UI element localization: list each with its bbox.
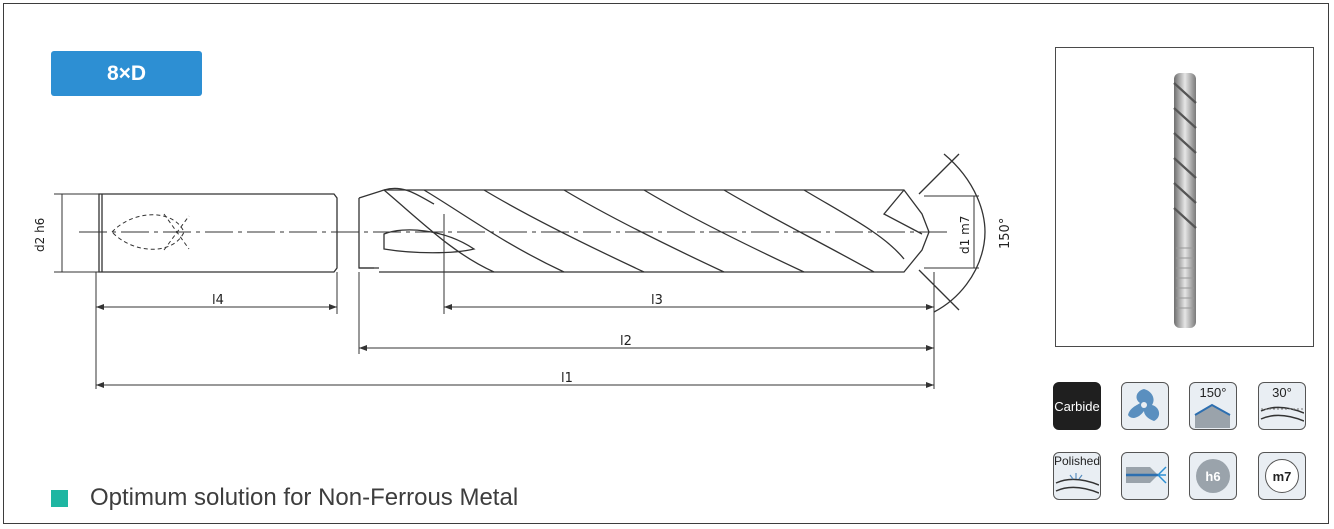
feature-icon-grid: Carbide 150° 30° Polished (1053, 382, 1318, 502)
l2-dimension-label: l2 (620, 334, 632, 349)
length-ratio-label: 8×D (106, 61, 147, 85)
polished-shape-icon (1055, 473, 1099, 494)
drill-technical-drawing: d2 h6 d1 m7 150° l4 l3 l2 l1 (33, 153, 1013, 389)
carbide-label: Carbide (1054, 398, 1100, 414)
polished-icon-label: Polished (1054, 454, 1101, 468)
bullet-icon (51, 489, 68, 507)
three-flute-icon (1121, 382, 1169, 430)
length-ratio-badge: 8×D (51, 51, 202, 96)
d2-dimension-label: d2 h6 (33, 218, 47, 252)
coolant-shape-icon (1126, 466, 1167, 484)
l3-dimension-label: l3 (651, 293, 663, 308)
product-panel: 8×D (3, 3, 1329, 524)
helix-shape-icon (1260, 406, 1304, 422)
internal-coolant-icon (1121, 452, 1169, 500)
carbide-icon: Carbide (1053, 382, 1101, 430)
d1-dimension-label: d1 m7 (958, 216, 972, 254)
footer: Optimum solution for Non-Ferrous Metal (51, 484, 518, 512)
shank-tolerance-circle: h6 (1196, 459, 1230, 493)
point-angle-label: 150° (998, 218, 1013, 249)
footer-text: Optimum solution for Non-Ferrous Metal (90, 484, 519, 511)
point-angle-shape-icon (1194, 403, 1231, 428)
l4-dimension-label: l4 (212, 293, 224, 308)
drill-image (1173, 73, 1197, 328)
helix-angle-icon-label: 30° (1272, 385, 1292, 400)
point-angle-icon-label: 150° (1199, 385, 1227, 400)
product-photo (1055, 47, 1314, 347)
helix-angle-icon: 30° (1258, 382, 1306, 430)
l1-dimension-label: l1 (561, 371, 573, 386)
three-flute-shape-icon (1128, 389, 1160, 421)
diameter-tolerance-circle: m7 (1265, 459, 1299, 493)
shank-tolerance-icon: h6 (1189, 452, 1237, 500)
diameter-tolerance-icon: m7 (1258, 452, 1306, 500)
polished-icon: Polished (1053, 452, 1101, 500)
point-angle-icon: 150° (1189, 382, 1237, 430)
